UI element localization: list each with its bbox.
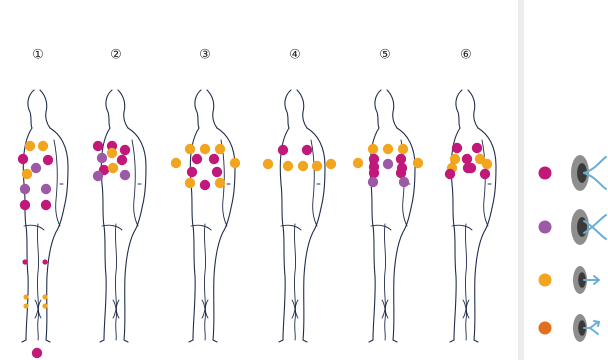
legend-dot-magenta [539,167,552,180]
dot-yellow [107,148,117,158]
large-cell-crossing-arrows-icon [571,209,606,245]
dot-purple [20,184,30,194]
dot-yellow [298,161,308,171]
dot-yellow [171,158,181,168]
dot-yellow [353,158,363,168]
dot-purple [93,171,103,181]
small-cell-straight-arrow-icon [573,266,599,294]
dot-yellow [263,159,273,169]
dot-magenta [209,154,219,164]
dot-magenta [369,168,379,178]
dot-magenta [480,169,490,179]
figure-5: ⑤ [353,48,423,343]
panel-divider [518,0,524,360]
figure-number-label: ② [110,48,122,63]
dot-purple [41,184,51,194]
dot-magenta [462,154,472,164]
dot-magenta [43,155,53,165]
dot-yellow [383,144,393,154]
legend [539,155,607,342]
dot-purple [97,153,107,163]
figure-6: ⑥ [445,48,496,343]
dot-yellow [398,144,408,154]
dot-yellow [312,161,322,171]
dot-yellow [230,158,240,168]
dot-magenta [41,200,51,210]
dot-magenta [22,259,27,264]
figure-number-label: ① [32,48,44,63]
dot-yellow [326,159,336,169]
figure-4: ④ [263,48,336,343]
dot-yellow [200,144,210,154]
legend-dot-orange [539,322,552,335]
dot-magenta [42,259,47,264]
dot-yellow [283,161,293,171]
dot-magenta [212,167,222,177]
dot-magenta [117,155,127,165]
dot-magenta [93,141,103,151]
figure-number-label: ③ [199,48,211,63]
figure-2: ② [93,48,146,343]
body-silhouette [279,90,325,342]
dot-yellow [215,144,225,154]
dot-magenta [120,145,130,155]
dot-yellow [25,141,35,151]
dot-yellow [450,154,460,164]
dot-magenta [192,154,202,164]
dot-magenta [200,180,210,190]
dot-magenta [278,145,288,155]
dot-yellow [42,294,47,299]
dot-magenta [472,143,482,153]
dot-magenta [32,348,42,358]
legend-item-magenta [539,155,607,191]
legend-dot-yellow [539,274,552,287]
dot-magenta [18,154,28,164]
figures-layer: ① ② ③ ④ ⑤ ⑥ [18,48,496,359]
dot-yellow [185,144,195,154]
dot-yellow [38,141,48,151]
figure-number-label: ⑥ [460,48,472,63]
dot-purple [120,170,130,180]
dot-yellow [42,303,47,308]
dot-yellow [23,294,28,299]
large-cell-curved-arrow-icon [571,155,606,191]
dot-magenta [396,168,406,178]
dot-yellow [215,178,225,188]
dot-purple [399,177,409,187]
body-silhouette [189,90,235,342]
dot-magenta [20,200,30,210]
figure-1: ① [18,48,68,359]
figure-3: ③ [171,48,240,343]
dot-yellow [368,144,378,154]
dot-yellow [482,159,492,169]
body-silhouette [100,90,146,342]
dot-yellow [23,303,28,308]
body-silhouette [369,90,415,342]
dot-magenta [466,163,476,173]
dot-magenta [452,143,462,153]
figure-number-label: ④ [289,48,301,63]
dot-magenta [445,169,455,179]
legend-item-orange [539,314,600,342]
small-cell-forked-arrow-icon [573,314,599,342]
legend-item-yellow [539,266,600,294]
legend-item-purple [539,209,607,245]
dot-yellow [413,158,423,168]
dot-magenta [302,145,312,155]
dot-purple [368,177,378,187]
figure-number-label: ⑤ [379,48,391,63]
body-silhouette [450,90,496,342]
legend-dot-purple [539,221,552,234]
dot-purple [31,163,41,173]
dot-purple [383,159,393,169]
dot-yellow [185,178,195,188]
dot-magenta [187,167,197,177]
dot-yellow [108,163,118,173]
dot-magenta [396,154,406,164]
dot-yellow [22,169,32,179]
